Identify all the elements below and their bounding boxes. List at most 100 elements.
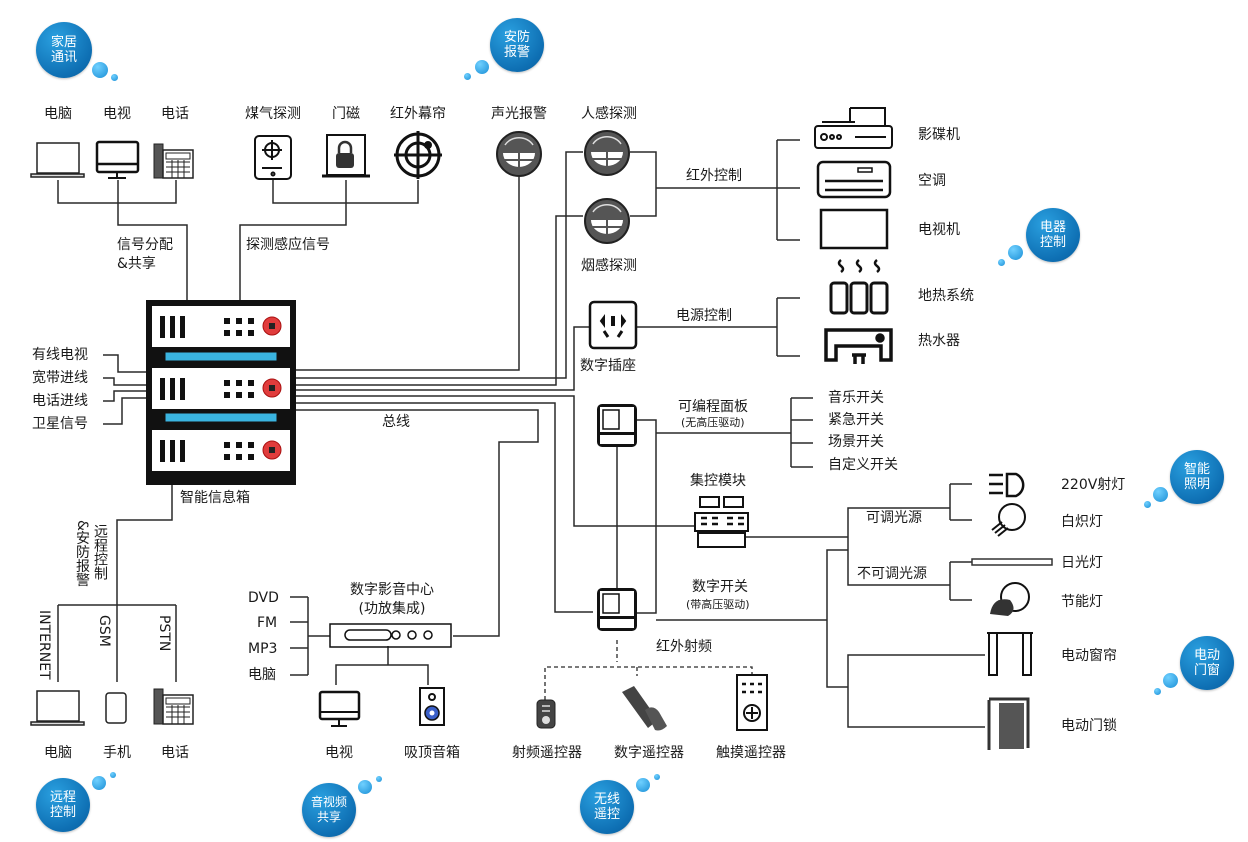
- ir-curtain-icon: [394, 131, 442, 179]
- alarm-icon: [496, 131, 542, 177]
- spotlight-icon: [989, 472, 1025, 498]
- label-broadband: 宽带进线: [32, 370, 88, 386]
- hub-box-icon: [146, 300, 296, 485]
- bubble-dot: [110, 772, 116, 778]
- label-mobile: 手机: [103, 745, 131, 761]
- phone-icon: [153, 143, 194, 179]
- label-floor-heating: 地热系统: [918, 288, 974, 304]
- wire-av-out: [335, 646, 429, 685]
- bubble-security: 安防报警: [490, 18, 544, 72]
- wire-home-comm: [57, 180, 188, 305]
- bubble-remote: 远程控制: [36, 778, 90, 832]
- label-satellite: 卫星信号: [32, 416, 88, 432]
- television-icon: [819, 208, 889, 250]
- wire-nondimmable: [949, 561, 972, 601]
- label-source-mp3: MP3: [248, 641, 278, 657]
- bubble-appliance: 电器控制: [1026, 208, 1080, 262]
- bubble-dot: [654, 774, 660, 780]
- label-phone-line: 电话进线: [32, 393, 88, 409]
- label-remote-control: 远程控制: [92, 524, 108, 580]
- gas-detector-icon: [254, 135, 292, 180]
- digital-switch-icon: [597, 588, 637, 631]
- mobile-phone-icon: [105, 692, 127, 724]
- label-fluorescent: 日光灯: [1061, 555, 1103, 571]
- label-remote-computer: 电脑: [44, 745, 72, 761]
- wire-central: [745, 507, 950, 586]
- label-phone: 电话: [161, 106, 189, 122]
- label-source-fm: FM: [257, 615, 278, 631]
- wire-motion: [296, 151, 583, 379]
- smoke-detector-icon: [584, 198, 630, 244]
- tv-icon: [95, 140, 140, 179]
- label-emergency-switch: 紧急开关: [828, 412, 884, 428]
- label-socket: 数字插座: [580, 358, 636, 374]
- label-spotlight: 220V射灯: [1061, 477, 1126, 493]
- touch-remote-icon: [736, 674, 768, 731]
- laptop-remote-icon: [30, 690, 85, 726]
- central-module-icon: [694, 496, 749, 548]
- bubble-dot: [1008, 245, 1023, 260]
- landline-remote-icon: [153, 688, 194, 725]
- label-remote-phone: 电话: [161, 745, 189, 761]
- digital-remote-icon: [622, 686, 667, 731]
- label-signal-share: &共享: [117, 256, 156, 272]
- label-custom-switch: 自定义开关: [828, 457, 898, 473]
- bubble-dot: [1163, 673, 1178, 688]
- bubble-dot: [92, 62, 108, 78]
- label-scene-switch: 场景开关: [828, 434, 884, 450]
- bubble-home-comm: 家居通讯: [36, 22, 92, 78]
- label-air-conditioner: 空调: [918, 173, 946, 189]
- label-cable-tv: 有线电视: [32, 347, 88, 363]
- label-television: 电视机: [918, 222, 960, 238]
- label-hub: 智能信息箱: [180, 490, 250, 506]
- door-lock-icon: [987, 697, 1030, 750]
- label-internet: INTERNET: [36, 610, 52, 680]
- wire-digital: [656, 549, 985, 728]
- label-signal-distribution: 信号分配: [117, 237, 173, 253]
- wire-panel-switches: [790, 397, 813, 468]
- dvd-player-icon: [814, 107, 893, 149]
- motion-detector-icon: [584, 130, 630, 176]
- label-programmable-panel: 可编程面板: [678, 399, 748, 415]
- label-digital-remote: 数字遥控器: [614, 745, 684, 761]
- bubble-dot: [92, 776, 106, 790]
- label-ir-rf: 红外射频: [656, 639, 712, 655]
- label-security-alarm: &安防报警: [74, 520, 90, 587]
- label-touch-remote: 触摸遥控器: [716, 745, 786, 761]
- incandescent-bulb-icon: [991, 503, 1026, 537]
- wire-detector-ir: [630, 151, 777, 217]
- label-av-tv: 电视: [325, 745, 353, 761]
- bubble-dot: [1154, 688, 1161, 695]
- label-smoke-detector: 烟感探测: [581, 258, 637, 274]
- label-music-switch: 音乐开关: [828, 390, 884, 406]
- label-detection-signal: 探测感应信号: [246, 237, 330, 253]
- bubble-dot: [376, 776, 382, 782]
- label-digital-switch-note: (带高压驱动): [686, 598, 750, 611]
- label-computer: 电脑: [44, 106, 72, 122]
- bubble-lighting: 智能照明: [1170, 450, 1224, 504]
- label-gsm: GSM: [96, 615, 112, 647]
- label-motion-detector: 人感探测: [581, 106, 637, 122]
- label-dvd-player: 影碟机: [918, 127, 960, 143]
- label-incandescent: 白炽灯: [1061, 514, 1103, 530]
- laptop-icon: [30, 142, 85, 178]
- label-dimmable: 可调光源: [866, 510, 922, 526]
- bubble-dot: [111, 74, 118, 81]
- label-water-heater: 热水器: [918, 333, 960, 349]
- label-non-dimmable: 不可调光源: [857, 566, 927, 582]
- socket-icon: [588, 300, 638, 350]
- label-ir-control: 红外控制: [686, 168, 742, 184]
- label-av-center-note: (功放集成): [358, 601, 426, 617]
- wire-ir-bracket: [776, 139, 800, 241]
- label-tv: 电视: [103, 106, 131, 122]
- tv-av-icon: [318, 690, 361, 727]
- bubble-door-window: 电动门窗: [1180, 636, 1234, 690]
- label-energy-saving: 节能灯: [1061, 594, 1103, 610]
- water-heater-icon: [824, 328, 893, 364]
- label-power-control: 电源控制: [676, 308, 732, 324]
- programmable-panel-icon: [597, 404, 637, 447]
- wire-dimmable: [949, 483, 972, 521]
- label-door-lock: 电动门锁: [1061, 718, 1117, 734]
- bubble-dot: [475, 60, 489, 74]
- label-rf-remote: 射频遥控器: [512, 745, 582, 761]
